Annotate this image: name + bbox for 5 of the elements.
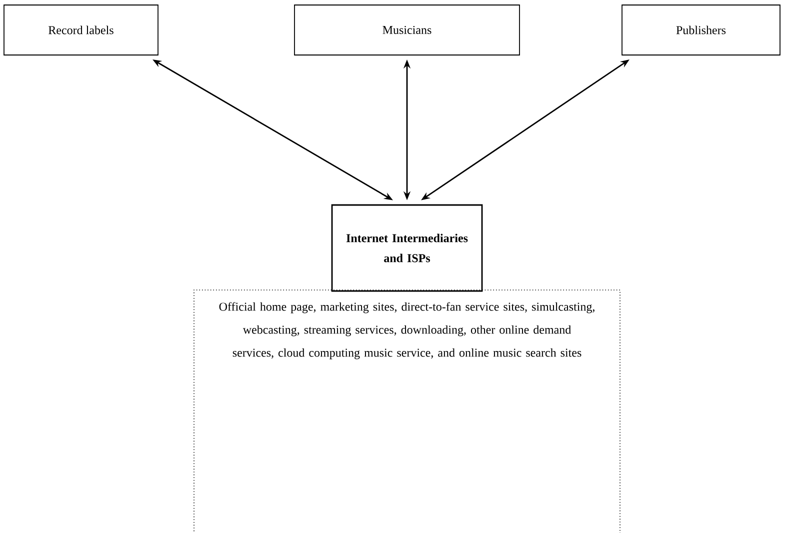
process-box: Internet Intermediaries and ISPs bbox=[331, 204, 483, 292]
dotted-box: Official home page, marketing sites, direct-to-fan service sites, simulcasting, webcasting, streaming services, downloading, other online demand services, cloud computing music service, and online music search sites bbox=[194, 290, 620, 533]
label-box: Musicians bbox=[294, 4, 520, 56]
label-box: Publishers bbox=[622, 4, 780, 56]
label-box: Record labels bbox=[4, 4, 158, 56]
